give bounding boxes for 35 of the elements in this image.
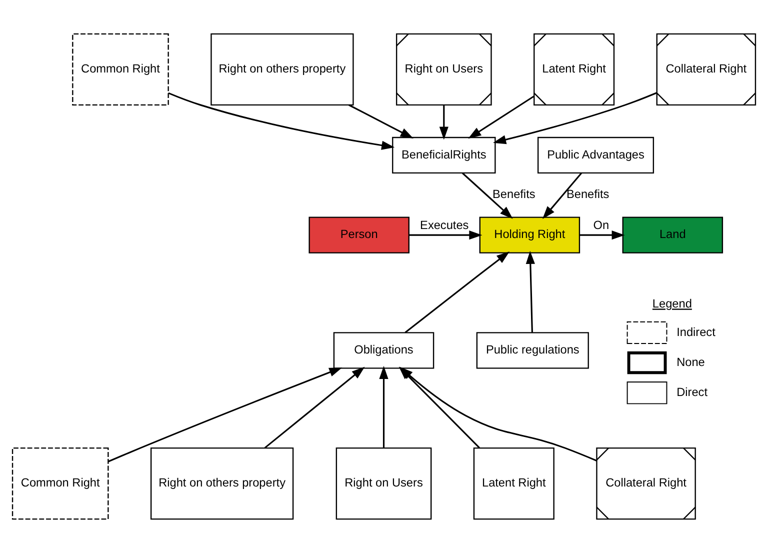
arrow	[408, 230, 482, 240]
node-box: Holding Right	[479, 216, 580, 254]
arrow	[264, 366, 365, 448]
node-box: BeneficialRights	[392, 136, 496, 174]
arrow	[404, 251, 510, 334]
node-box: Public regulations	[476, 332, 589, 369]
arrow	[492, 92, 657, 144]
arrow	[542, 172, 582, 220]
label: Legend	[652, 296, 692, 311]
arrow	[462, 172, 513, 219]
node-box: Land	[622, 216, 724, 254]
edge-label: Executes	[420, 218, 469, 232]
legend-label: None	[676, 354, 705, 369]
arrow	[439, 105, 448, 140]
node-box: Common Right	[72, 33, 169, 106]
node-box: Right on Users	[336, 447, 432, 520]
node-box: Public Advantages	[537, 136, 654, 174]
node-box: Right on others property	[210, 33, 354, 106]
arrow	[526, 250, 535, 332]
edge-label: On	[593, 218, 610, 232]
node-box: Obligations	[333, 332, 434, 369]
node-box: Common Right	[12, 447, 109, 520]
legend-label: Indirect	[676, 324, 716, 339]
arrow	[348, 104, 414, 138]
node-box: Right on others property	[150, 447, 294, 520]
edge-label: Benefits	[492, 187, 536, 202]
arrow	[168, 92, 395, 150]
node-box: Person	[308, 216, 410, 254]
node-box: Latent Right	[473, 447, 554, 520]
arrow	[580, 230, 625, 240]
edge-label: Benefits	[566, 187, 610, 202]
legend-label: Direct	[676, 384, 708, 399]
arrow	[108, 367, 342, 462]
arrow	[379, 366, 388, 448]
arrow	[468, 96, 534, 139]
